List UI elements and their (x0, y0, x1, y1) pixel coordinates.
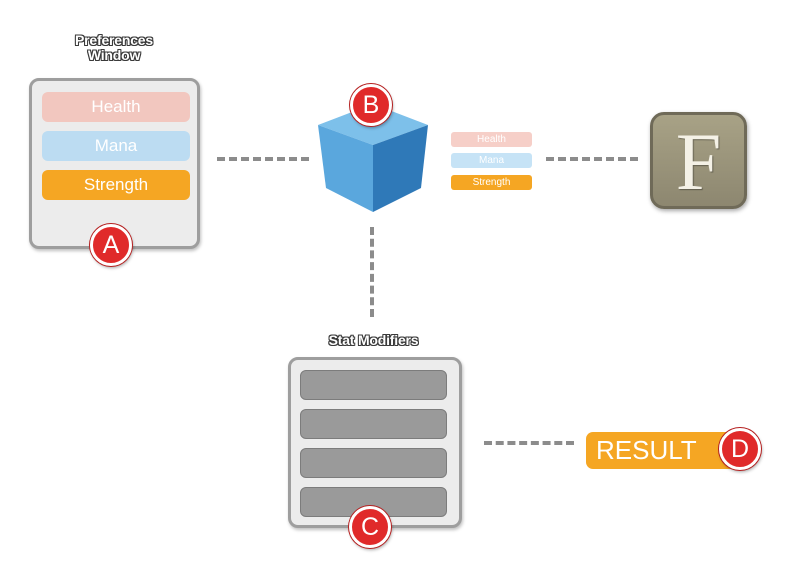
mini-label-mana: Mana (451, 153, 532, 168)
connector-labels-to-icon (546, 157, 638, 161)
preferences-window: Health Mana Strength (29, 78, 200, 249)
modifier-slot-2[interactable] (300, 409, 447, 439)
connector-cube-to-modifiers (370, 227, 374, 317)
stat-modifiers-panel (288, 357, 462, 528)
pref-item-strength[interactable]: Strength (42, 170, 190, 200)
pref-item-mana[interactable]: Mana (42, 131, 190, 161)
result-label: RESULT (596, 435, 697, 465)
result-pill: RESULT (586, 432, 736, 469)
mini-label-health: Health (451, 132, 532, 147)
marker-d: D (719, 428, 761, 470)
preferences-caption-line2: Window (87, 47, 141, 63)
cube-right-face (373, 125, 428, 212)
modifier-slot-3[interactable] (300, 448, 447, 478)
mini-label-strength: Strength (451, 175, 532, 190)
connector-modifiers-to-result (484, 441, 574, 445)
font-app-icon[interactable]: F (650, 112, 747, 209)
pref-item-health[interactable]: Health (42, 92, 190, 122)
connector-prefs-to-cube (217, 157, 309, 161)
app-icon-letter: F (675, 116, 722, 207)
preferences-caption: Preferences Window (40, 33, 188, 63)
marker-c: C (349, 506, 391, 548)
modifier-slot-1[interactable] (300, 370, 447, 400)
marker-b: B (350, 84, 392, 126)
marker-a: A (90, 224, 132, 266)
preferences-caption-line1: Preferences (75, 32, 153, 48)
stat-modifiers-caption: Stat Modifiers (328, 332, 419, 348)
cube-left-face (318, 125, 373, 212)
cube-icon (318, 104, 428, 212)
